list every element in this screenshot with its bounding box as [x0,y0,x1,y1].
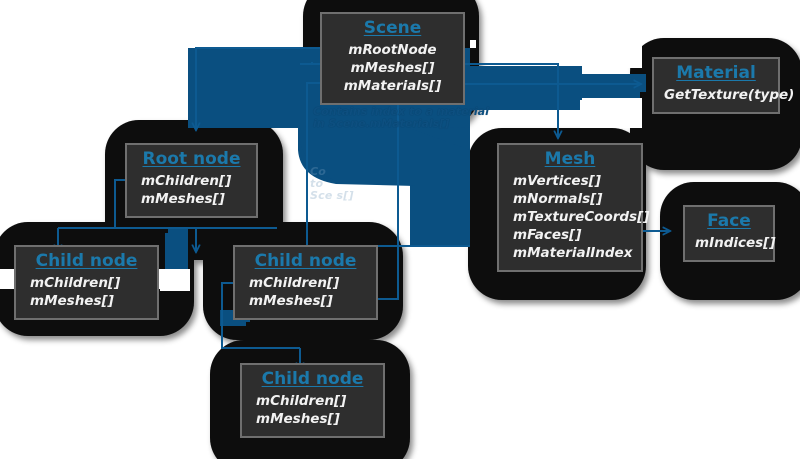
node-fields: mVertices[] mNormals[] mTextureCoords[] … [509,172,650,262]
field-mchildren: mChildren[] [141,173,232,189]
field-mchildren: mChildren[] [249,275,340,291]
node-fields: mChildren[] mMeshes[] [252,392,373,428]
node-fields: mChildren[] mMeshes[] [26,274,147,310]
field-mmeshes: mMeshes[] [256,411,340,427]
node-child-node-2[interactable]: Child node mChildren[] mMeshes[] [233,245,378,320]
field-mtexturecoords: mTextureCoords[] [513,209,650,225]
node-child-node-1[interactable]: Child node mChildren[] mMeshes[] [14,245,159,320]
field-mnormals: mNormals[] [513,191,603,207]
field-mmeshes: mMeshes[] [249,293,333,309]
node-title: Child node [35,251,138,271]
field-mchildren: mChildren[] [30,275,121,291]
field-mmeshes: mMeshes[] [350,60,435,76]
node-material[interactable]: Material GetTexture(type) [652,57,795,114]
field-mchildren: mChildren[] [256,393,347,409]
node-fields: mChildren[] mMeshes[] [245,274,366,310]
node-title: Child node [254,251,357,271]
annotation-watermark: Co to Sce s[] [310,165,354,202]
field-mmeshes: mMeshes[] [141,191,225,207]
node-child-node-3[interactable]: Child node mChildren[] mMeshes[] [240,363,385,438]
field-mindices: mIndices[] [695,235,776,251]
node-title: Child node [261,369,364,389]
node-title: Mesh [544,149,596,169]
field-mmaterialindex: mMaterialIndex [513,245,633,261]
node-title: Scene [363,18,422,38]
field-mmaterials: mMaterials[] [343,78,442,94]
node-title: Face [707,211,751,231]
field-mrootnode: mRootNode [348,42,437,58]
node-mesh[interactable]: Mesh mVertices[] mNormals[] mTextureCoor… [497,143,650,272]
field-mmeshes: mMeshes[] [30,293,114,309]
node-fields: mChildren[] mMeshes[] [137,172,246,208]
node-title: Material [676,63,756,83]
node-fields: GetTexture(type) [664,86,795,104]
node-scene[interactable]: Scene mRootNode mMeshes[] mMaterials[] [320,12,465,105]
field-gettexture: GetTexture(type) [664,87,795,103]
node-fields: mRootNode mMeshes[] mMaterials[] [332,41,453,95]
node-title: Root node [142,149,241,169]
annotation-material-index: Contains index to a material in Scene.mM… [313,105,489,130]
field-mfaces: mFaces[] [513,227,582,243]
field-mvertices: mVertices[] [513,173,601,189]
node-fields: mIndices[] [695,234,776,252]
node-face[interactable]: Face mIndices[] [683,205,776,262]
node-root-node[interactable]: Root node mChildren[] mMeshes[] [125,143,258,218]
